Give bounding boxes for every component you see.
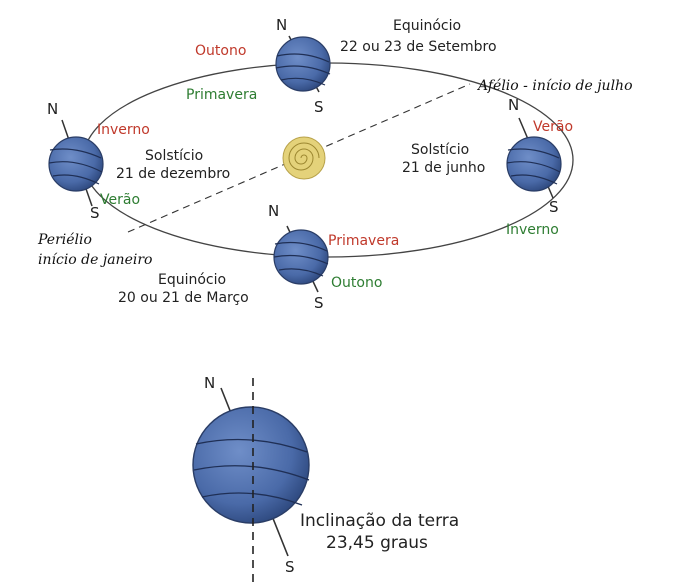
right-pole-n: N (508, 96, 519, 114)
bottom-pole-n: N (268, 202, 279, 220)
earth-icon (192, 387, 310, 557)
right-season-north: Verão (533, 119, 573, 135)
tilt-caption-1: Inclinação da terra (300, 511, 459, 531)
earth-icon (275, 35, 331, 93)
earth-icon (506, 117, 562, 199)
right-event: Solstício (411, 142, 469, 158)
left-pole-s: S (90, 204, 100, 222)
top-season-north: Outono (195, 43, 246, 59)
tilt-pole-n: N (204, 374, 215, 392)
left-event: Solstício (145, 148, 203, 164)
bottom-season-north: Primavera (328, 233, 399, 249)
left-season-south: Verão (100, 192, 140, 208)
earth-icon (48, 119, 104, 207)
tilt-caption-2: 23,45 graus (326, 533, 428, 553)
aphelion-label: Afélio - início de julho (476, 78, 633, 94)
top-event: Equinócio (393, 18, 461, 34)
bottom-event: Equinócio (158, 272, 226, 288)
right-pole-s: S (549, 198, 559, 216)
top-season-south: Primavera (186, 87, 257, 103)
right-date: 21 de junho (402, 160, 485, 176)
bottom-date: 20 ou 21 de Março (118, 290, 249, 306)
earth-icon (273, 225, 329, 293)
perihelion-label-1: Periélio (37, 232, 92, 248)
tilt-pole-s: S (285, 558, 295, 576)
sun-icon (282, 136, 326, 180)
bottom-pole-s: S (314, 294, 324, 312)
left-date: 21 de dezembro (116, 166, 230, 182)
top-pole-n: N (276, 16, 287, 34)
top-date: 22 ou 23 de Setembro (340, 39, 497, 55)
right-season-south: Inverno (506, 222, 559, 238)
bottom-season-south: Outono (331, 275, 382, 291)
left-season-north: Inverno (97, 122, 150, 138)
perihelion-label-2: início de janeiro (38, 252, 152, 268)
top-pole-s: S (314, 98, 324, 116)
left-pole-n: N (47, 100, 58, 118)
